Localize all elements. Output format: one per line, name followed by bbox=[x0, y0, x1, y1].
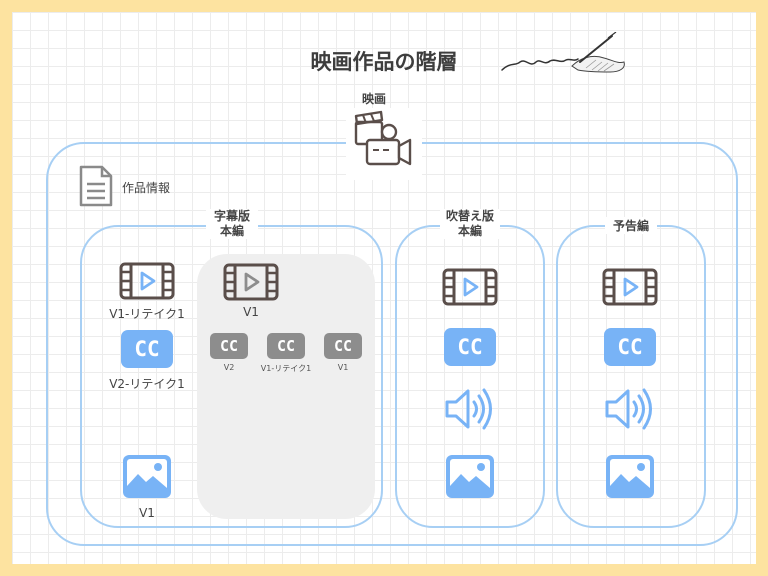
cc-icon: CC bbox=[444, 328, 496, 366]
film-icon bbox=[442, 268, 498, 306]
movie-label: 映画 bbox=[361, 92, 386, 106]
history-video-label: V1 bbox=[243, 305, 259, 319]
dubbed-version-header-line1: 吹替え版 bbox=[445, 209, 494, 223]
speaker-icon bbox=[445, 388, 492, 430]
film-icon bbox=[223, 263, 279, 301]
film-icon bbox=[602, 268, 658, 306]
pen-hand-sketch-icon bbox=[501, 32, 625, 73]
subtitle-version-header-line1: 字幕版 bbox=[213, 209, 250, 223]
history-cc-label: V1-リテイク1 bbox=[260, 364, 312, 373]
subtitle-version-header: 字幕版 本編 bbox=[206, 209, 258, 239]
subtitle-version-header-line2: 本編 bbox=[219, 224, 244, 238]
subtitle-image-label: V1 bbox=[139, 506, 155, 520]
cc-icon: CC bbox=[324, 333, 362, 359]
page-title: 映画作品の階層 bbox=[310, 50, 458, 74]
cc-icon: CC bbox=[267, 333, 305, 359]
subtitle-video-label: V1-リテイク1 bbox=[109, 307, 185, 321]
speaker-icon bbox=[605, 388, 652, 430]
image-icon bbox=[123, 455, 171, 498]
document-icon bbox=[79, 165, 113, 207]
clapperboard-camera-icon bbox=[354, 110, 412, 166]
dubbed-version-header: 吹替え版 本編 bbox=[440, 209, 500, 239]
dubbed-version-header-line2: 本編 bbox=[457, 224, 482, 238]
history-cc-label: V1 bbox=[337, 363, 349, 372]
image-icon bbox=[606, 455, 654, 498]
work-info-label: 作品情報 bbox=[122, 181, 171, 195]
cc-icon: CC bbox=[210, 333, 248, 359]
history-cc-label: V2 bbox=[223, 363, 235, 372]
image-icon bbox=[446, 455, 494, 498]
subtitle-cc-label: V2-リテイク1 bbox=[109, 377, 185, 391]
cc-icon: CC bbox=[604, 328, 656, 366]
trailer-header: 予告編 bbox=[605, 217, 657, 234]
diagram-canvas: 映画作品の階層 映画 作品情報 字幕版 本編 bbox=[12, 12, 756, 564]
cc-icon: CC bbox=[121, 330, 173, 368]
film-icon bbox=[119, 262, 175, 300]
